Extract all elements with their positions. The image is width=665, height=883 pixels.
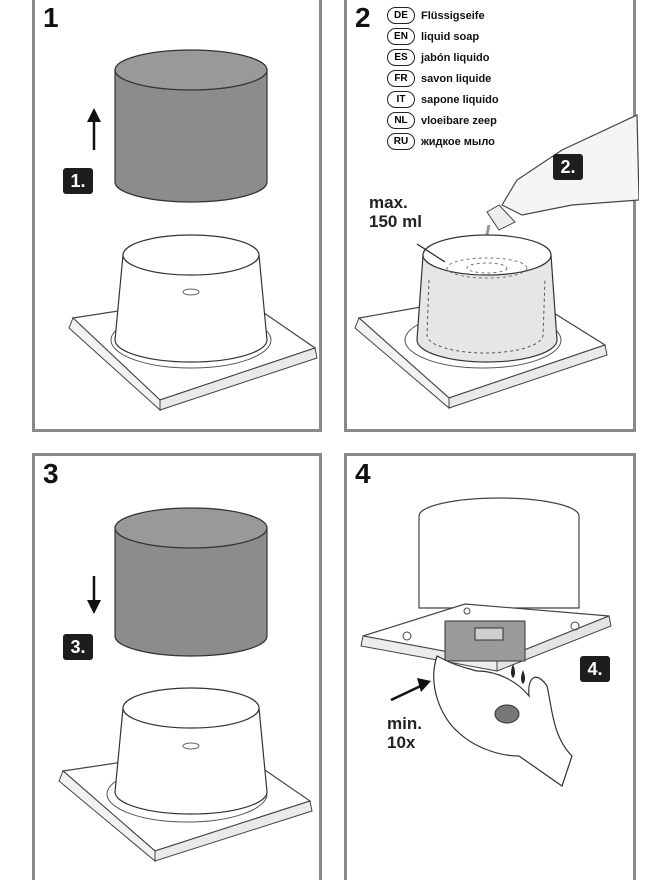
language-code: FR [387, 70, 415, 87]
language-text: жидкое мыло [421, 135, 495, 148]
dispenser-unit-illustration [360, 497, 612, 672]
language-code: IT [387, 91, 415, 108]
step-4-illustration [360, 497, 612, 787]
cover-illustration [114, 507, 268, 657]
language-code: NL [387, 112, 415, 129]
language-row: DE Flüssigseife [387, 5, 499, 26]
step-number: 3 [43, 458, 59, 489]
volume-text: 150 ml [369, 212, 422, 231]
language-code: RU [387, 133, 415, 150]
step-3-illustration [58, 507, 313, 863]
step-1-illustration [68, 49, 318, 412]
step-number: 2 [355, 2, 371, 33]
step-badge: 3. [63, 634, 93, 660]
arrow-pointer-icon [390, 678, 431, 702]
language-text: Flüssigseife [421, 9, 485, 22]
step-4-panel: 4 4. min. [344, 453, 636, 880]
step-2-panel: 2 DE Flüssigseife EN liquid soap ES jabó… [344, 0, 639, 432]
step-badge: 2. [553, 154, 583, 180]
language-text: jabón liquido [421, 51, 490, 64]
step-number: 1 [43, 2, 59, 33]
language-row: NL vloeibare zeep [387, 110, 499, 131]
language-code: DE [387, 7, 415, 24]
language-row: FR savon liquide [387, 68, 499, 89]
language-row: EN liquid soap [387, 26, 499, 47]
max-volume-label: max. 150 ml [369, 193, 422, 231]
step-number: 4 [355, 458, 371, 489]
language-code: ES [387, 49, 415, 66]
language-text: vloeibare zeep [421, 114, 497, 127]
count-text: 10x [387, 733, 416, 752]
container-illustration [114, 234, 268, 363]
step-1-panel: 1 1. [32, 0, 322, 432]
container-with-soap-illustration [416, 234, 558, 363]
max-text: max. [369, 193, 408, 212]
step-2-illustration [354, 114, 639, 410]
min-text: min. [387, 714, 422, 733]
container-illustration [114, 687, 268, 815]
arrow-down-icon [87, 576, 101, 614]
cover-illustration [114, 49, 268, 203]
language-code: EN [387, 28, 415, 45]
step-badge: 1. [63, 168, 93, 194]
hand-illustration [433, 655, 573, 787]
language-text: savon liquide [421, 72, 492, 85]
step-badge: 4. [580, 656, 610, 682]
press-count-label: min. 10x [387, 714, 422, 752]
language-list: DE Flüssigseife EN liquid soap ES jabón … [387, 5, 499, 152]
language-row: ES jabón liquido [387, 47, 499, 68]
language-row: IT sapone liquido [387, 89, 499, 110]
step-3-panel: 3 3. [32, 453, 322, 880]
language-text: sapone liquido [421, 93, 499, 106]
arrow-up-icon [87, 108, 101, 150]
language-row: RU жидкое мыло [387, 131, 499, 152]
language-text: liquid soap [421, 30, 480, 43]
